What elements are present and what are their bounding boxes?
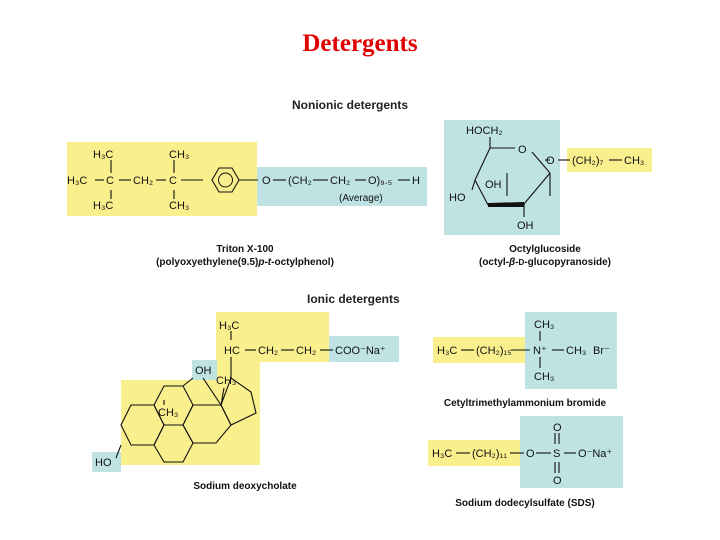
deoxy-carboxylate-region xyxy=(329,336,399,362)
triton-peg-open: (CH₂ xyxy=(288,175,312,187)
sds-s: S xyxy=(553,448,560,460)
ctab-hydrophilic-region xyxy=(525,312,617,389)
deoxy-sidechain-region xyxy=(216,312,329,362)
deoxy-ch2-a: CH₂ xyxy=(258,345,278,357)
octyl-glycoside-o: O xyxy=(546,155,555,167)
octyl-hydrophilic-region xyxy=(444,120,560,235)
octyl-chain: (CH₂)₇ xyxy=(572,155,603,167)
caption-ctab: Cetyltrimethylammonium bromide xyxy=(443,398,607,409)
sds-h3c: H₃C xyxy=(432,448,452,460)
ctab-br-minus: Br⁻ xyxy=(593,345,610,357)
benzene-ring-circle xyxy=(218,172,233,188)
sds-hydrophobic-region xyxy=(428,440,520,466)
triton-hydrophilic-region xyxy=(257,167,427,206)
triton-ch3-top: CH₃ xyxy=(169,149,189,161)
triton-c-right: C xyxy=(169,175,177,187)
caption-triton-formula: (polyoxyethylene(9.5)p-t-octylphenol) xyxy=(156,257,334,268)
triton-h3c-top: H₃C xyxy=(93,149,113,161)
sds-structure: H₃C (CH₂)₁₁ O O S O O⁻Na⁺ xyxy=(428,416,623,488)
caption-triton-name: Triton X-100 xyxy=(216,244,274,255)
octyl-oh-bottom: OH xyxy=(517,220,534,232)
sds-chain: (CH₂)₁₁ xyxy=(472,448,507,460)
caption-octyl-name: Octylglucoside xyxy=(509,244,581,255)
caption-deoxycholate: Sodium deoxycholate xyxy=(193,481,297,492)
ctab-h3c: H₃C xyxy=(437,345,457,357)
triton-peg-ch2: CH₂ xyxy=(330,175,350,187)
triton-c-left: C xyxy=(106,175,114,187)
octylglucoside-structure: HOCH₂ O O (CH₂)₇ CH₃ OH HO OH xyxy=(444,120,652,235)
deoxy-oh: OH xyxy=(195,365,212,377)
deoxy-ch3-lower: CH₃ xyxy=(158,407,178,419)
deoxy-ch2-b: CH₂ xyxy=(296,345,316,357)
sds-o-bottom: O xyxy=(553,475,562,487)
deoxy-steroid-region xyxy=(121,380,260,465)
sds-o-minus-na: O⁻Na⁺ xyxy=(578,448,612,460)
deoxycholate-structure: H₃C HC CH₂ CH₂ COO⁻Na⁺ OH CH₃ CH₃ HO xyxy=(92,312,399,472)
triton-ch2: CH₂ xyxy=(133,175,153,187)
deoxy-h3c: H₃C xyxy=(219,320,239,332)
triton-average-label: (Average) xyxy=(339,193,383,204)
deoxy-hc: HC xyxy=(224,345,240,357)
sds-o-top: O xyxy=(553,422,562,434)
sds-ester-o: O xyxy=(526,448,535,460)
section-title-nonionic: Nonionic detergents xyxy=(292,98,409,112)
caption-octyl-formula: (octyl-β-D-glucopyranoside) xyxy=(478,257,612,268)
caption-octylglucoside: Octylglucoside (octyl-β-D-glucopyranosid… xyxy=(455,243,635,269)
octyl-bold-front-bond xyxy=(488,202,524,207)
deoxy-ch3-upper: CH₃ xyxy=(216,375,236,387)
ctab-ch3-bottom: CH₃ xyxy=(534,371,554,383)
section-title-ionic: Ionic detergents xyxy=(307,292,400,306)
triton-ch3-bottom: CH₃ xyxy=(169,200,189,212)
triton-x100-structure: H₃C H₃C C CH₂ H₃C CH₃ C CH₃ O (CH₂ CH₂ O… xyxy=(67,142,427,216)
octyl-oh-middle: OH xyxy=(485,179,502,191)
ctab-ch3-top: CH₃ xyxy=(534,319,554,331)
triton-h3c-left: H₃C xyxy=(67,175,87,187)
deoxy-ho: HO xyxy=(95,457,112,469)
triton-terminal-h: H xyxy=(412,175,420,187)
octyl-hoch2: HOCH₂ xyxy=(466,125,503,137)
triton-h3c-bottom: H₃C xyxy=(93,200,113,212)
ctab-hydrophobic-region xyxy=(433,337,525,363)
deoxy-oh-top-region xyxy=(192,360,217,380)
ctab-ch3-right: CH₃ xyxy=(566,345,586,357)
triton-ether-o: O xyxy=(262,175,271,187)
page-title: Detergents xyxy=(302,30,418,57)
sds-hydrophilic-region xyxy=(520,416,623,488)
octyl-ho-left: HO xyxy=(449,192,466,204)
ctab-n-plus: N⁺ xyxy=(533,345,547,357)
caption-sds: Sodium dodecylsulfate (SDS) xyxy=(455,498,595,509)
ctab-chain: (CH₂)₁₅ xyxy=(476,345,512,357)
octyl-ch3: CH₃ xyxy=(624,155,644,167)
octyl-ring-o: O xyxy=(518,144,527,156)
triton-hydrophobic-region xyxy=(67,142,257,216)
triton-peg-close: O)₉.₅ xyxy=(368,175,392,187)
deoxy-ho-bottom-region xyxy=(92,452,121,472)
deoxy-coo-na: COO⁻Na⁺ xyxy=(335,345,386,357)
ctab-structure: H₃C (CH₂)₁₅ CH₃ N⁺ CH₃ Br⁻ CH₃ xyxy=(433,312,617,389)
caption-triton: Triton X-100 (polyoxyethylene(9.5)p-t-oc… xyxy=(130,243,360,269)
